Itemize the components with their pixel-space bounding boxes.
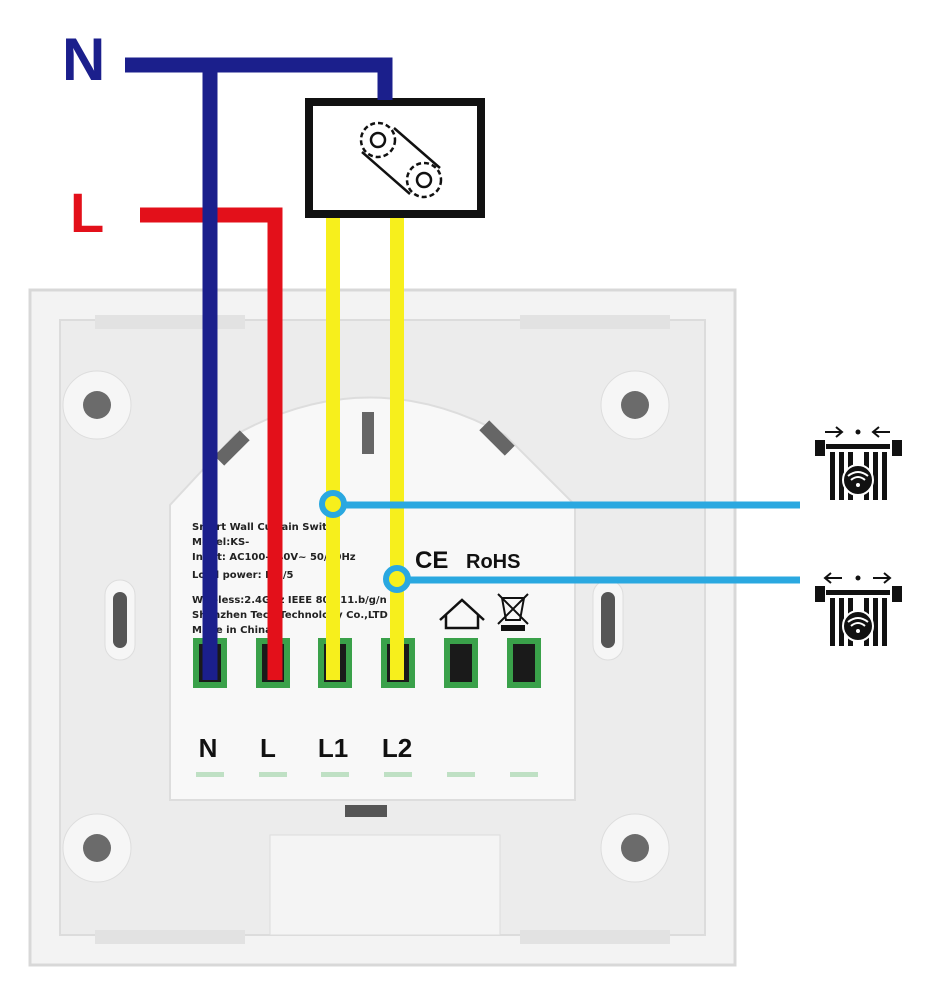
pointer-open [383,565,800,593]
terminal-label-l1: L1 [318,733,348,763]
weee-bin-icon [497,593,529,631]
svg-text:Shenzhen Tech Technology Co.,L: Shenzhen Tech Technology Co.,LTD [192,610,388,621]
svg-text:Load power: P 1/5: Load power: P 1/5 [192,570,294,581]
ce-mark: CE [415,547,448,574]
screw-holes [62,370,670,883]
svg-text:Made in China: Made in China [192,625,272,636]
curtain-motor-box [305,98,485,218]
wire-neutral [125,57,393,680]
terminal-label-n: N [199,733,218,763]
wire-live [140,207,283,680]
terminal-label-l2: L2 [382,733,412,763]
gears-icon [359,121,443,199]
svg-text:Model:KS-: Model:KS- [192,537,249,548]
rohs-mark: RoHS [466,551,520,573]
svg-text:Smart Wall Curtain Switch: Smart Wall Curtain Switch [192,522,340,533]
curtain-open-icon [815,572,902,646]
terminal-label-l: L [260,733,276,763]
neutral-label: N [62,26,105,93]
indoor-use-icon [439,598,485,630]
svg-text:Wireless:2.4GHz IEEE 802.11.b/: Wireless:2.4GHz IEEE 802.11.b/g/n [192,595,387,606]
live-label: L [70,181,104,244]
curtain-close-icon [815,426,902,500]
pointer-close [319,490,800,518]
